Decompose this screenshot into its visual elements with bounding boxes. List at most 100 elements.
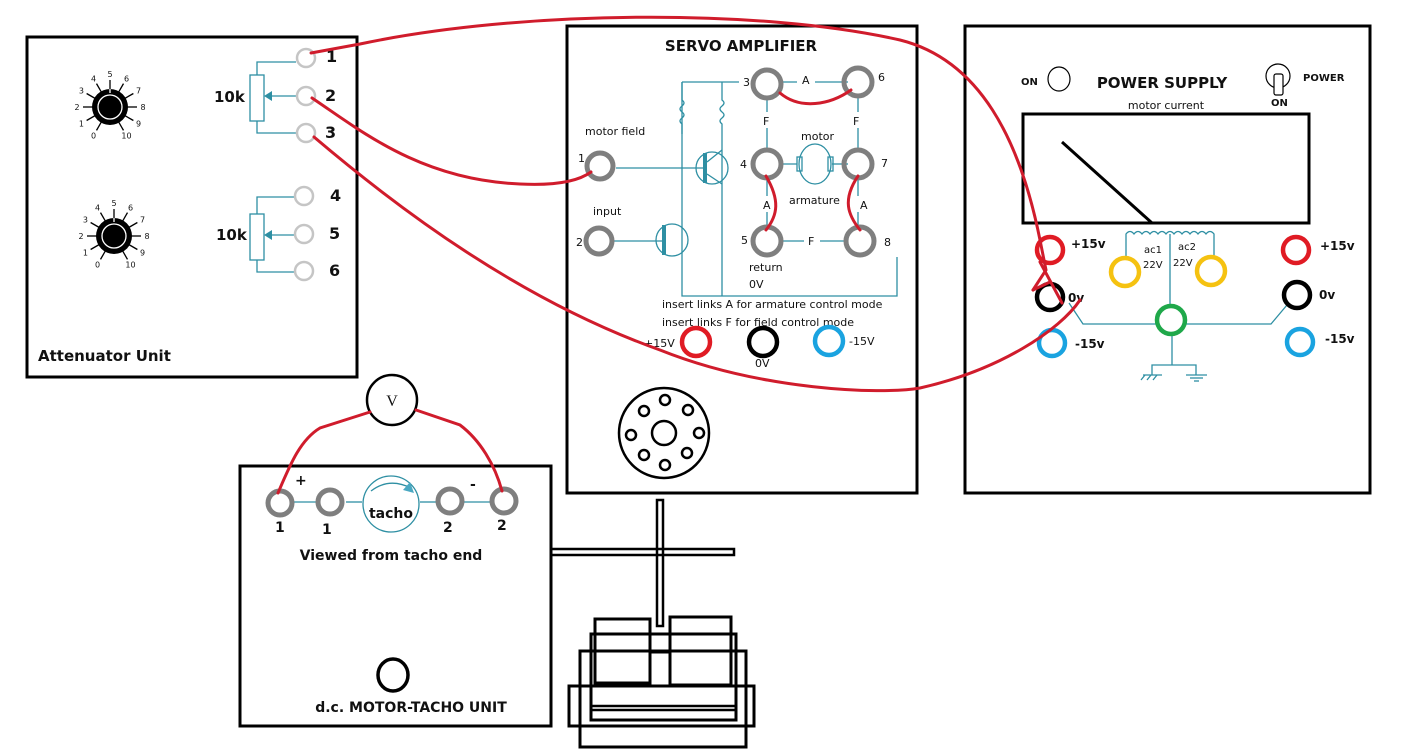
attenuator-socket-2[interactable]: [295, 85, 317, 107]
ac1-socket[interactable]: [1108, 255, 1142, 289]
terminal-label: 3: [325, 123, 336, 142]
dial-mark-label: 10: [121, 132, 131, 141]
servo-socket-8[interactable]: [843, 224, 877, 258]
ps-right-0v-socket[interactable]: [1281, 279, 1313, 311]
terminal-label: 2: [443, 520, 453, 536]
wire-voltmeter-plus[interactable]: [276, 410, 372, 495]
vertical-shaft: [655, 498, 665, 628]
multipin-connector-icon: [617, 386, 711, 480]
motor-brush: [827, 156, 834, 172]
dial-tick: [99, 250, 107, 260]
ps-right-plus15-socket[interactable]: [1280, 234, 1312, 266]
servo-socket-1[interactable]: [584, 150, 616, 182]
potentiometer-1: 10k 1 2 3: [214, 47, 337, 144]
frame-outer: [578, 649, 748, 749]
servo-socket-6[interactable]: [841, 65, 875, 99]
circuit-line: [1186, 304, 1288, 325]
link-A-3-6[interactable]: [778, 88, 853, 106]
wire-atten1-to-ps0v[interactable]: [309, 15, 1048, 292]
dial-tick: [95, 83, 103, 93]
dial-tick: [86, 114, 96, 122]
ps-left-0v-socket[interactable]: [1034, 281, 1066, 313]
transistor-lead: [706, 173, 723, 185]
servo-socket-3[interactable]: [750, 67, 784, 101]
connector-pin: [681, 403, 695, 417]
motor-field-label: motor field: [585, 125, 645, 138]
meter-needle: [1060, 140, 1154, 225]
ps-left-plus15-socket[interactable]: [1034, 234, 1066, 266]
terminal-label: 5: [741, 234, 748, 247]
chassis-ground-icon: [1140, 374, 1162, 381]
terminal-label: 3: [743, 76, 750, 89]
dial-mark-label: 8: [140, 103, 145, 112]
tacho-socket-2a[interactable]: [435, 486, 465, 516]
terminal-label: 2: [325, 86, 336, 105]
attenuator-socket-3[interactable]: [295, 122, 317, 144]
tacho-socket-1b[interactable]: [315, 487, 345, 517]
ground-socket[interactable]: [1154, 303, 1188, 337]
power-toggle-switch[interactable]: [1265, 63, 1291, 96]
link-A-7-8[interactable]: [846, 174, 862, 232]
terminal-label: 1: [326, 47, 337, 66]
dial-mark-label: 9: [140, 249, 145, 258]
label-mask: [804, 233, 820, 247]
ac1-voltage: 22V: [1143, 260, 1163, 271]
connector-pin: [692, 426, 706, 440]
instruction-note-1: insert links A for armature control mode: [662, 298, 883, 311]
wiper-arrow-icon: [264, 91, 272, 101]
ac2-label: ac2: [1178, 242, 1196, 253]
wire-voltmeter-minus[interactable]: [414, 408, 504, 493]
voltmeter[interactable]: V: [365, 373, 419, 427]
wire-atten2-to-servo1[interactable]: [310, 96, 593, 186]
circuit-line: [1151, 364, 1197, 375]
tacho-subtitle: Viewed from tacho end: [300, 548, 483, 564]
attenuator-socket-1[interactable]: [295, 47, 317, 69]
attenuator-socket-5[interactable]: [293, 223, 315, 245]
transistor-lead: [706, 149, 723, 163]
ac2-socket[interactable]: [1194, 254, 1228, 288]
ps-left-plus15-label: +15v: [1071, 237, 1106, 251]
connector-center: [650, 419, 678, 447]
meter-label: motor current: [1128, 99, 1205, 112]
tacho-generator-icon: [362, 475, 420, 533]
servo-minus15-socket[interactable]: [812, 324, 846, 358]
wire-atten3-to-ps0v[interactable]: [312, 135, 1082, 393]
dial-mark-label: 6: [124, 74, 129, 83]
label-mask: [850, 196, 866, 212]
servo-socket-2[interactable]: [583, 225, 615, 257]
terminal-label: 1: [578, 152, 585, 165]
dial-mark-label: 6: [128, 203, 133, 212]
terminal-label: 6: [878, 71, 885, 84]
pot2-value: 10k: [216, 226, 248, 244]
servo-amplifier: SERVO AMPLIFIER: [565, 24, 919, 495]
wire-cross: [1038, 260, 1064, 305]
link-A-4-5[interactable]: [764, 174, 778, 232]
field-coil-icon: [679, 82, 685, 134]
dial-knob-icon: [92, 89, 128, 125]
tacho-socket-2b[interactable]: [489, 486, 519, 516]
pot-lead: [256, 260, 295, 273]
transformer-coil-icon: [1125, 230, 1215, 258]
attenuator-socket-4[interactable]: [293, 185, 315, 207]
connector-pin: [658, 458, 672, 472]
link-A-label: A: [802, 74, 810, 87]
earth-ground-icon: [1186, 374, 1207, 382]
dial-mark-label: 1: [83, 249, 88, 258]
dial-mark-label: 2: [74, 103, 79, 112]
motor-tacho-switch[interactable]: [376, 657, 410, 693]
frame-inner: [589, 632, 738, 722]
dial-tick: [121, 212, 129, 222]
minus15-label: -15V: [849, 335, 875, 348]
servo-plus15-socket[interactable]: [679, 325, 713, 359]
connector-outline: [617, 386, 711, 480]
dial-tick: [95, 121, 103, 131]
ps-right-minus15-socket[interactable]: [1284, 326, 1316, 358]
rotation-arrowhead: [403, 482, 414, 493]
attenuator-socket-6[interactable]: [293, 260, 315, 282]
dial-tick: [90, 221, 100, 229]
dial-tick: [117, 121, 125, 131]
servo-0v-socket[interactable]: [746, 325, 780, 359]
minus-sign: -: [470, 477, 476, 493]
